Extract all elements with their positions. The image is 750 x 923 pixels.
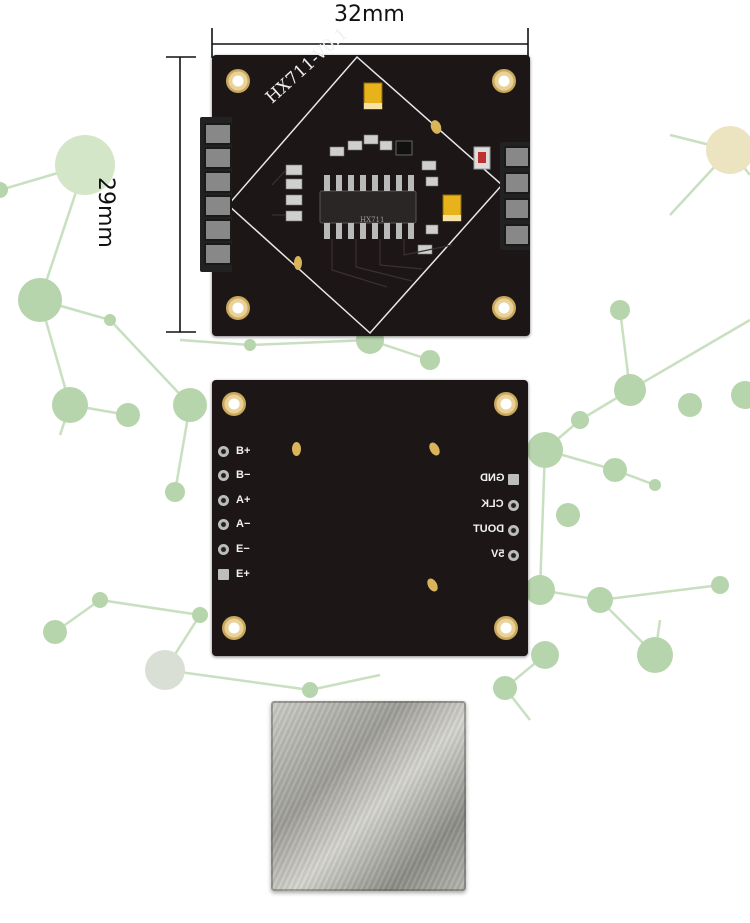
mounting-hole (492, 296, 516, 320)
mounting-hole (494, 392, 518, 416)
header-pins-right (500, 142, 530, 250)
width-dimension-label: 32mm (334, 2, 405, 27)
pin-pad (218, 544, 229, 555)
pin-pad (508, 550, 519, 561)
pin-label-5v: 5V (490, 548, 504, 560)
pin-pad (218, 446, 229, 457)
header-pins-left (200, 117, 232, 272)
mounting-hole (222, 392, 246, 416)
pcb-front: HX711-V0.1 HX711 (212, 24, 530, 336)
pin-pad (218, 470, 229, 481)
pin-label-gnd: GND (479, 472, 504, 484)
chip-marking: HX711 (360, 216, 385, 224)
mounting-hole (226, 296, 250, 320)
via-pad (292, 442, 301, 456)
pin-pad (508, 500, 519, 511)
pin-label-a-minus: A− (236, 518, 251, 530)
pin-pad-square (218, 569, 229, 580)
metal-shield-cover (271, 701, 466, 891)
pin-label-a-plus: A+ (236, 494, 251, 506)
pcb-front-traces (226, 55, 504, 335)
mounting-hole (226, 69, 250, 93)
pin-label-e-plus: E+ (236, 568, 250, 580)
pin-pad (508, 525, 519, 536)
pin-pad (218, 519, 229, 530)
pin-label-dout: DOUT (472, 523, 504, 535)
pcb-back: B+ B− A+ A− E− E+ GND CLK DOUT 5V (212, 380, 528, 656)
via-pad (427, 440, 442, 458)
pin-label-b-minus: B− (236, 469, 251, 481)
pin-label-b-plus: B+ (236, 445, 251, 457)
mounting-hole (492, 69, 516, 93)
height-dimension-label: 29mm (93, 177, 118, 248)
dimension-lines (166, 28, 529, 333)
pin-pad (218, 495, 229, 506)
mounting-hole (222, 616, 246, 640)
pin-label-clk: CLK (481, 498, 504, 510)
pin-label-e-minus: E− (236, 543, 250, 555)
mounting-hole (494, 616, 518, 640)
via-pad (425, 576, 440, 594)
pin-pad-square (508, 474, 519, 485)
